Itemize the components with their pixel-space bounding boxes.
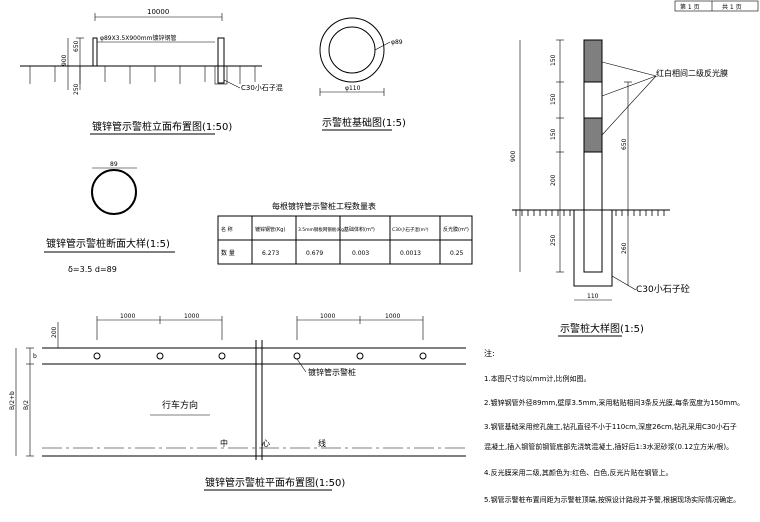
post-detail-view: 150 150 150 200 250 900 650 260 110 红白相间… xyxy=(510,39,728,337)
small-section-view: 89 镀锌管示警桩断面大样(1:5) δ=3.5 d=89 xyxy=(44,161,175,274)
plan-spacing-1: 1000 xyxy=(184,313,199,320)
table-header-2: 3.5mm钢板网钢板(Kg) xyxy=(298,226,346,233)
bottom-section-dim-d: φ89 xyxy=(391,39,403,46)
plan-dim-b: b xyxy=(33,353,37,360)
plan-post-6 xyxy=(419,352,427,360)
plan-post-3 xyxy=(218,352,226,360)
detail-dim-4: 250 xyxy=(550,234,557,246)
detail-dim-2: 150 xyxy=(550,128,557,140)
detail-dim-6: 260 xyxy=(621,242,628,254)
plan-view: 1000 1000 1000 1000 b B/2 B/2+b 200 xyxy=(9,313,466,491)
bottom-section-title: 示警桩基础图(1:5) xyxy=(322,116,406,129)
title-block: 第 1 页 共 1 页 xyxy=(674,0,759,12)
table-cell-1: 6.273 xyxy=(262,250,279,257)
bottom-section-dim-base: φ110 xyxy=(345,85,361,92)
note-3-cont: 混凝土,插入钢管前钢管底部先浇筑混凝土,插好后1:3水泥砂浆(0.12立方米/根… xyxy=(484,442,733,451)
detail-dim-3: 200 xyxy=(550,174,557,186)
sheet-number: 第 1 页 xyxy=(680,3,700,11)
elevation-dim-900: 900 xyxy=(61,54,68,66)
bottom-section-view: φ89 φ110 示警桩基础图(1:5) xyxy=(319,17,406,131)
detail-dim-8: 110 xyxy=(587,293,599,300)
plan-dim-200: 200 xyxy=(51,326,58,338)
small-section-dim: 89 xyxy=(110,161,118,168)
bottom-section-outer-circle xyxy=(319,17,385,83)
plan-spacing-0: 1000 xyxy=(120,313,135,320)
plan-spacing-3: 1000 xyxy=(385,313,400,320)
plan-title: 镀锌管示警桩平面布置图(1:50) xyxy=(205,476,345,489)
plan-dim-b2: B/2 xyxy=(23,400,30,410)
plan-center-char-3: 线 xyxy=(318,438,326,448)
elevation-base-label: C30小石子混 xyxy=(241,83,283,92)
reflect-band-1 xyxy=(583,39,603,83)
plan-post-2 xyxy=(156,352,164,360)
detail-base-label: C30小石子砼 xyxy=(636,283,690,295)
table-header-1: 镀锌钢管(Kg) xyxy=(255,226,285,233)
plan-post-label: 镀锌管示警桩 xyxy=(308,367,356,377)
detail-dim-5: 650 xyxy=(621,138,628,150)
ground-hatching xyxy=(29,66,256,84)
table-header-4: C30小石子混(m³) xyxy=(392,226,429,233)
reflect-band-2 xyxy=(583,117,603,153)
plan-post-1 xyxy=(93,352,101,360)
sheet-total: 共 1 页 xyxy=(722,3,742,11)
table-cell-4: 0.0013 xyxy=(400,250,421,257)
elevation-dim-650: 650 xyxy=(73,40,80,52)
elevation-view: 10000 650 900 250 φ89X3.5X900mm镀锌钢管 xyxy=(20,8,283,135)
table-title: 每根镀锌管示警桩工程数量表 xyxy=(272,201,376,211)
quantity-table: 每根镀锌管示警桩工程数量表 名 称 镀锌钢管(Kg) 3.5mm钢板网钢板(Kg… xyxy=(217,201,473,265)
plan-spacing-2: 1000 xyxy=(320,313,335,320)
detail-ground-hatching xyxy=(515,210,665,216)
plan-dim-b2b: B/2+b xyxy=(9,391,16,410)
elevation-dim-250: 250 xyxy=(73,83,80,95)
detail-base xyxy=(573,209,613,287)
plan-center-char-2: 心 xyxy=(262,439,270,448)
note-1: 1.本图尺寸均以mm计,比例如图。 xyxy=(484,374,591,383)
detail-dim-1: 150 xyxy=(550,93,557,105)
small-section-circle xyxy=(91,169,137,215)
table-cell-0: 数 量 xyxy=(221,249,235,257)
elevation-dim-total: 10000 xyxy=(147,8,169,16)
reflect-label: 红白相间二级反光膜 xyxy=(656,68,728,78)
elevation-pipe-label: φ89X3.5X900mm镀锌钢管 xyxy=(100,34,177,42)
plan-post-5 xyxy=(356,352,364,360)
detail-dim-0: 150 xyxy=(550,54,557,66)
small-section-spec: δ=3.5 d=89 xyxy=(68,265,117,274)
table-header-0: 名 称 xyxy=(221,226,233,233)
detail-title: 示警桩大样图(1:5) xyxy=(560,322,644,335)
notes: 注: 1.本图尺寸均以mm计,比例如图。 2.镀锌钢管外径89mm,壁厚3.5m… xyxy=(484,348,744,504)
table-cell-5: 0.25 xyxy=(450,250,464,257)
plan-post-4 xyxy=(293,352,301,360)
table-header-5: 反光膜(m²) xyxy=(443,226,469,233)
table-cell-3: 0.003 xyxy=(352,250,369,257)
plan-direction-label: 行车方向 xyxy=(162,399,198,411)
table-header-3: 基础体积(m³) xyxy=(344,226,375,233)
elevation-title: 镀锌管示警桩立面布置图(1:50) xyxy=(92,120,232,133)
elevation-post-right xyxy=(217,37,225,84)
note-2: 2.镀锌钢管外径89mm,壁厚3.5mm,采用粘贴相间3条反光膜,每条宽度为15… xyxy=(484,398,744,407)
plan-center-char-1: 中 xyxy=(220,438,228,448)
notes-heading: 注: xyxy=(484,348,495,358)
note-3: 3.钢管基础采用挖孔施工,钻孔直径不小于110cm,深度26cm,钻孔采用C30… xyxy=(484,422,737,431)
detail-dim-7: 900 xyxy=(510,150,517,162)
bottom-section-inner-circle xyxy=(328,26,376,74)
note-4: 4.反光膜采用二级,其颜色为:红色、白色,反光片贴在钢管上。 xyxy=(484,468,673,477)
table-cell-2: 0.679 xyxy=(306,250,323,257)
note-5: 5.钢管示警桩布置间距为示警桩顶端,按照设计路段并予警,根据现场实际情况确定。 xyxy=(484,495,740,504)
small-section-title: 镀锌管示警桩断面大样(1:5) xyxy=(46,237,170,250)
elevation-post-left xyxy=(92,37,98,67)
